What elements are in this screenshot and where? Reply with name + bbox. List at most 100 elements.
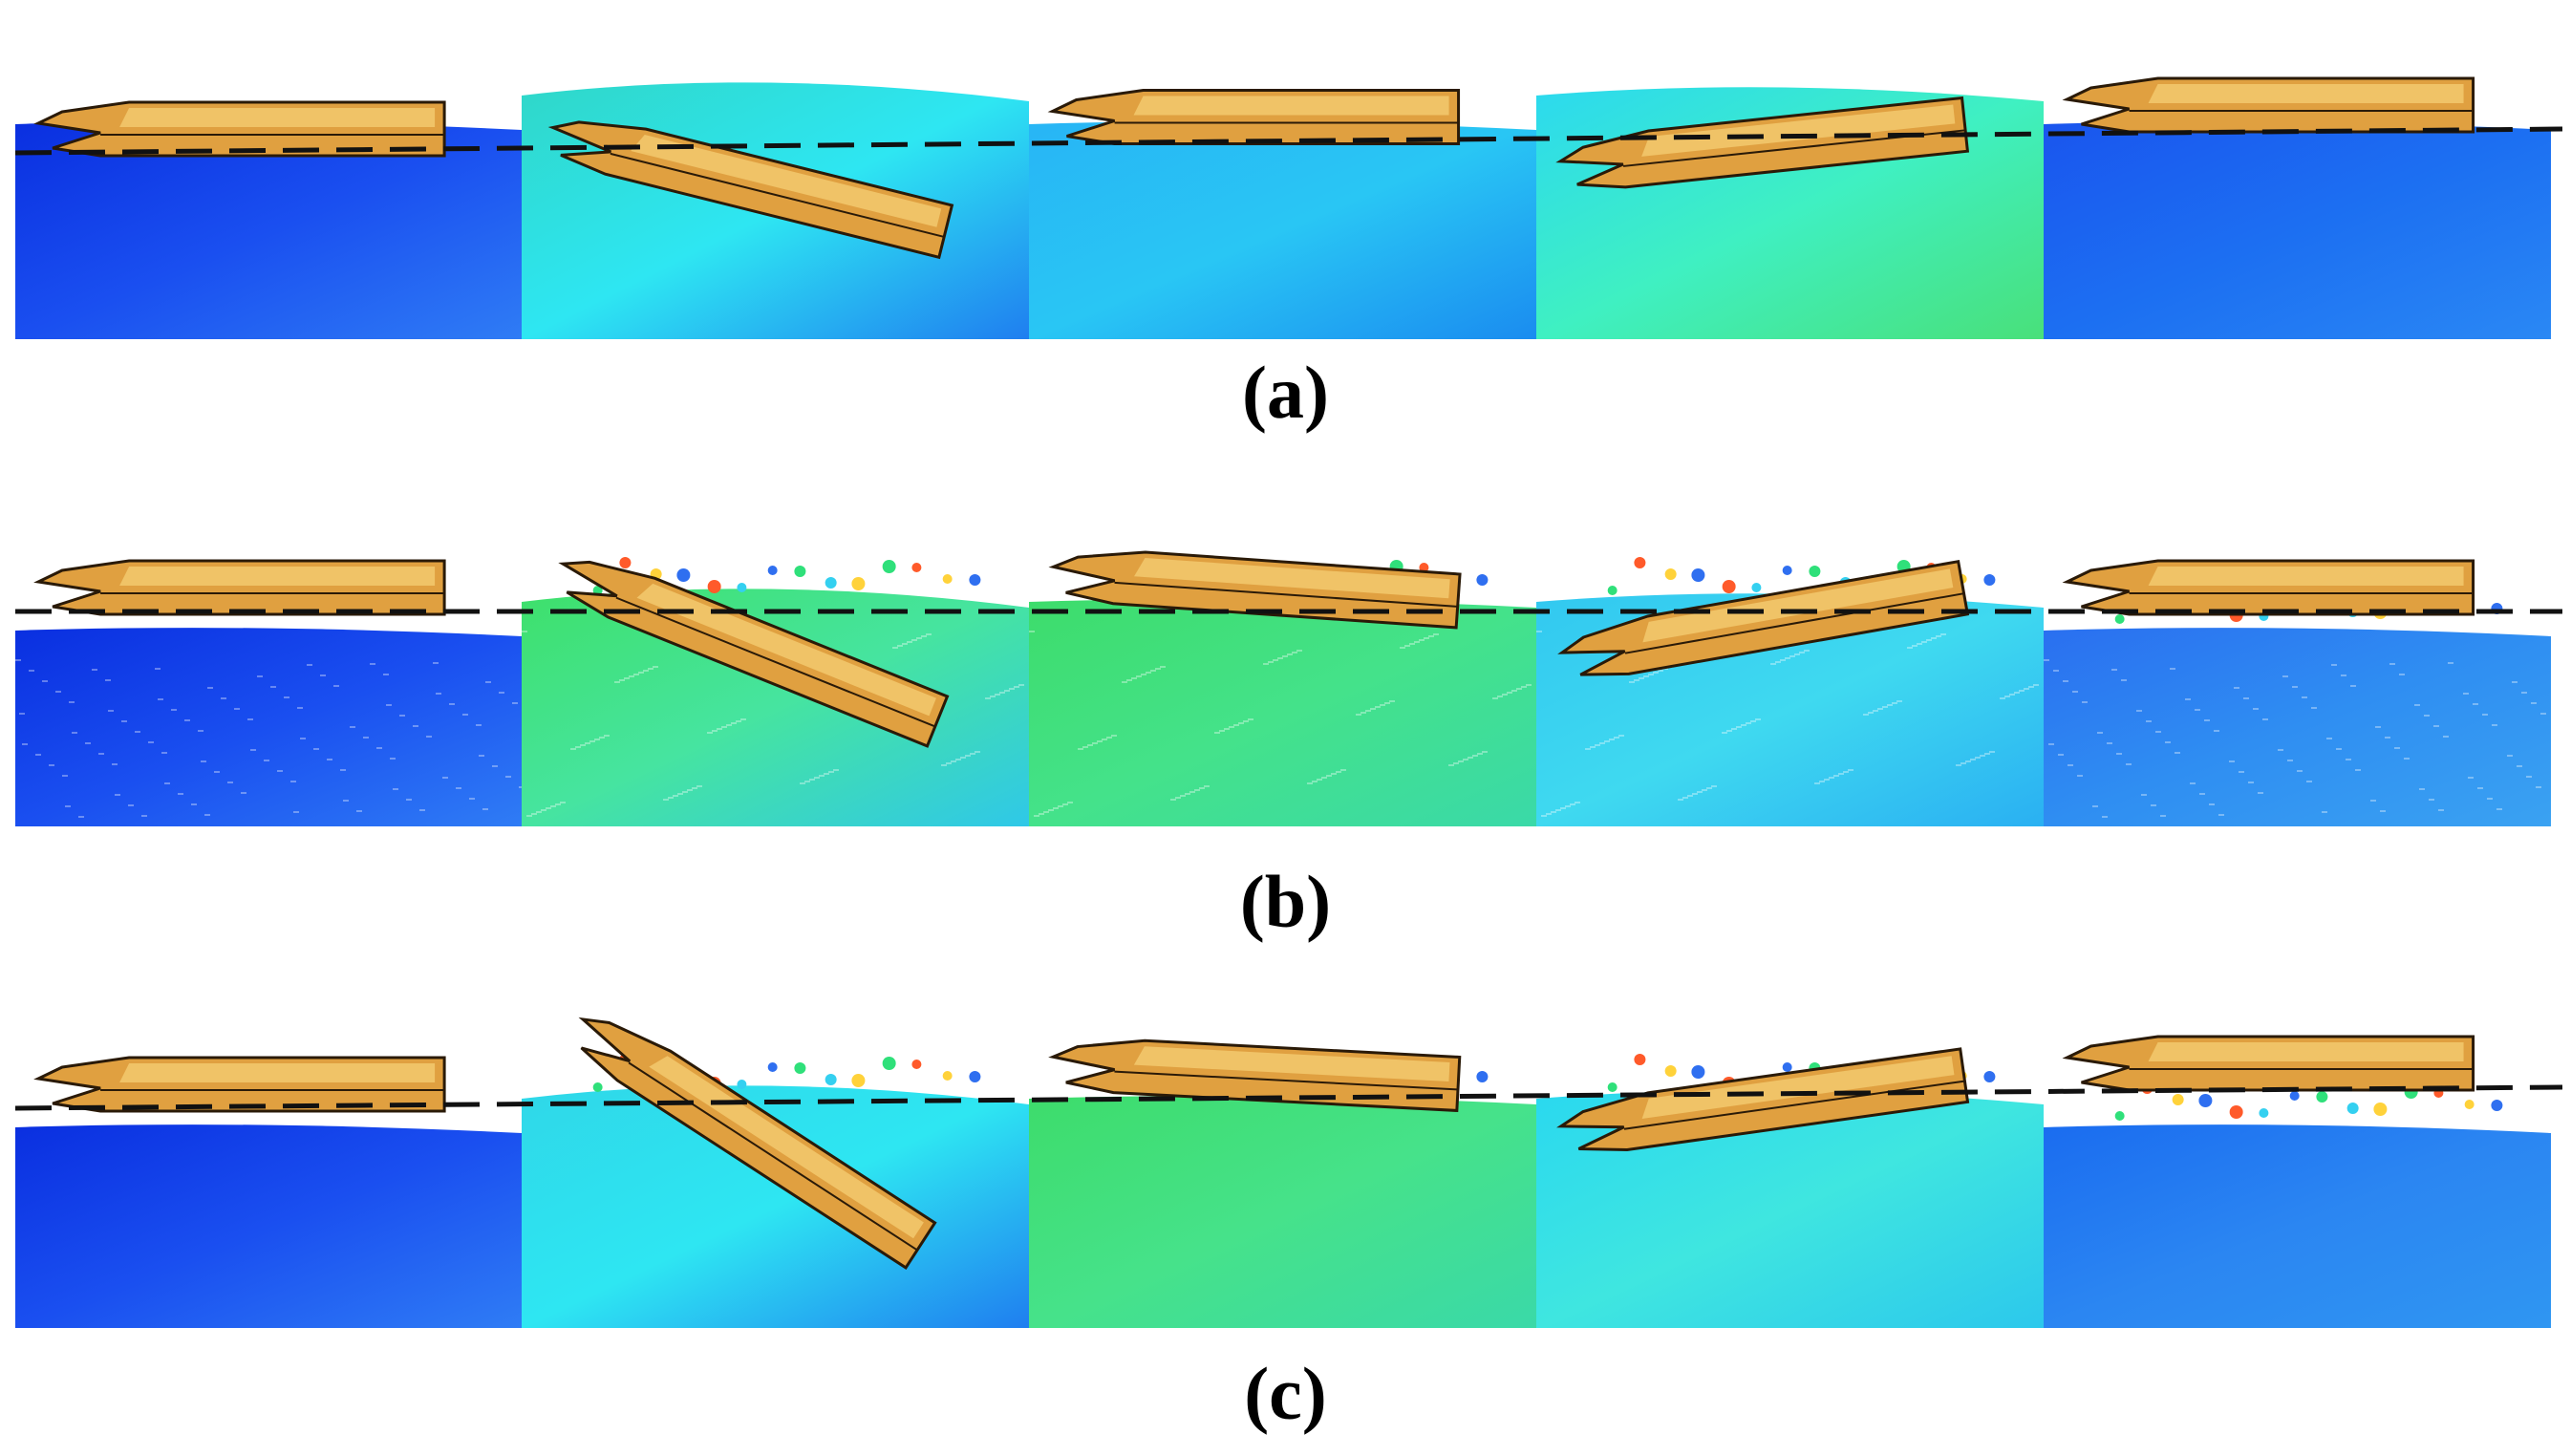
fluid-domain bbox=[15, 1124, 522, 1328]
particle bbox=[2463, 693, 2469, 695]
hull-icon bbox=[1557, 559, 1970, 676]
hull-icon bbox=[547, 120, 954, 260]
particle bbox=[1877, 708, 1883, 710]
particle bbox=[1356, 714, 1361, 716]
particle bbox=[161, 752, 167, 754]
droplet bbox=[1664, 568, 1677, 580]
droplet bbox=[2114, 614, 2125, 624]
particle bbox=[677, 793, 683, 795]
row-1-frame-1 bbox=[522, 557, 1029, 826]
particle bbox=[2239, 771, 2244, 773]
particle bbox=[736, 720, 741, 722]
particle bbox=[1428, 635, 1434, 637]
particle bbox=[721, 726, 727, 728]
particle bbox=[1814, 782, 1820, 784]
hull-icon bbox=[33, 559, 446, 616]
particle bbox=[1511, 690, 1517, 692]
particle bbox=[2496, 808, 2502, 810]
droplet bbox=[592, 586, 603, 595]
particle bbox=[227, 782, 233, 783]
particle bbox=[1843, 771, 1849, 773]
particle bbox=[469, 798, 475, 800]
particle bbox=[624, 677, 630, 679]
droplet bbox=[794, 566, 806, 577]
waterline-dashed bbox=[14, 126, 2563, 156]
particle bbox=[456, 787, 461, 789]
particle bbox=[1785, 657, 1790, 659]
particle bbox=[198, 730, 204, 732]
particle bbox=[2170, 668, 2175, 670]
fluid-domain bbox=[522, 589, 1029, 826]
particle bbox=[946, 762, 952, 764]
particle bbox=[2526, 776, 2532, 778]
particle bbox=[2278, 749, 2283, 751]
droplet bbox=[969, 1071, 981, 1082]
row-b-label: (b) bbox=[1239, 860, 1332, 943]
particle bbox=[604, 735, 610, 737]
droplet bbox=[942, 1071, 953, 1081]
particle bbox=[1526, 684, 1532, 686]
particle bbox=[234, 708, 240, 710]
droplet bbox=[969, 574, 981, 586]
particle bbox=[1917, 643, 1922, 645]
particle bbox=[2199, 793, 2205, 795]
particle bbox=[15, 659, 21, 661]
particle bbox=[1848, 769, 1853, 771]
particle bbox=[1414, 641, 1420, 643]
particle bbox=[1746, 722, 1751, 724]
particle bbox=[1122, 681, 1127, 683]
particle bbox=[277, 770, 283, 772]
particle bbox=[1170, 799, 1176, 801]
particle bbox=[2165, 741, 2171, 743]
particle bbox=[1155, 668, 1161, 670]
particle bbox=[1692, 793, 1698, 795]
particle bbox=[2341, 674, 2346, 676]
particle bbox=[2433, 725, 2439, 727]
particle bbox=[1224, 728, 1230, 730]
particle bbox=[2531, 702, 2537, 704]
particle bbox=[1873, 710, 1878, 712]
particle bbox=[712, 730, 718, 732]
particle bbox=[2209, 803, 2215, 805]
particle bbox=[1282, 655, 1288, 657]
particle bbox=[687, 789, 693, 791]
particle bbox=[350, 726, 355, 728]
particle bbox=[214, 771, 220, 773]
droplet bbox=[1664, 1065, 1677, 1077]
particle bbox=[1770, 663, 1776, 665]
particle bbox=[340, 769, 346, 771]
particle bbox=[247, 718, 253, 720]
hull-icon bbox=[558, 560, 950, 748]
particle-texture bbox=[15, 659, 525, 818]
particle bbox=[1741, 724, 1746, 726]
particle bbox=[1053, 807, 1059, 809]
particle bbox=[284, 696, 289, 698]
particle bbox=[955, 759, 961, 760]
particle bbox=[804, 781, 810, 782]
particle bbox=[2160, 815, 2166, 817]
particle bbox=[2311, 707, 2317, 709]
particle bbox=[2028, 686, 2034, 688]
particle bbox=[2336, 748, 2342, 750]
particle bbox=[2063, 680, 2068, 682]
particle bbox=[1175, 797, 1181, 799]
particle bbox=[1940, 633, 1946, 635]
particle bbox=[1106, 737, 1112, 739]
particle bbox=[921, 635, 927, 637]
particle bbox=[419, 809, 425, 811]
particle bbox=[399, 715, 405, 717]
droplet bbox=[2198, 1094, 2213, 1107]
particle bbox=[1497, 696, 1503, 697]
particle bbox=[105, 679, 111, 681]
particle bbox=[1639, 677, 1644, 679]
droplet bbox=[1782, 566, 1792, 575]
particle bbox=[960, 757, 966, 759]
particle bbox=[809, 779, 815, 781]
particle bbox=[1463, 759, 1468, 760]
hull-deck-highlight bbox=[1641, 104, 1956, 157]
particle bbox=[270, 686, 276, 688]
particle bbox=[1819, 781, 1825, 782]
particle bbox=[619, 679, 625, 681]
particle bbox=[499, 692, 504, 694]
particle bbox=[629, 675, 634, 677]
